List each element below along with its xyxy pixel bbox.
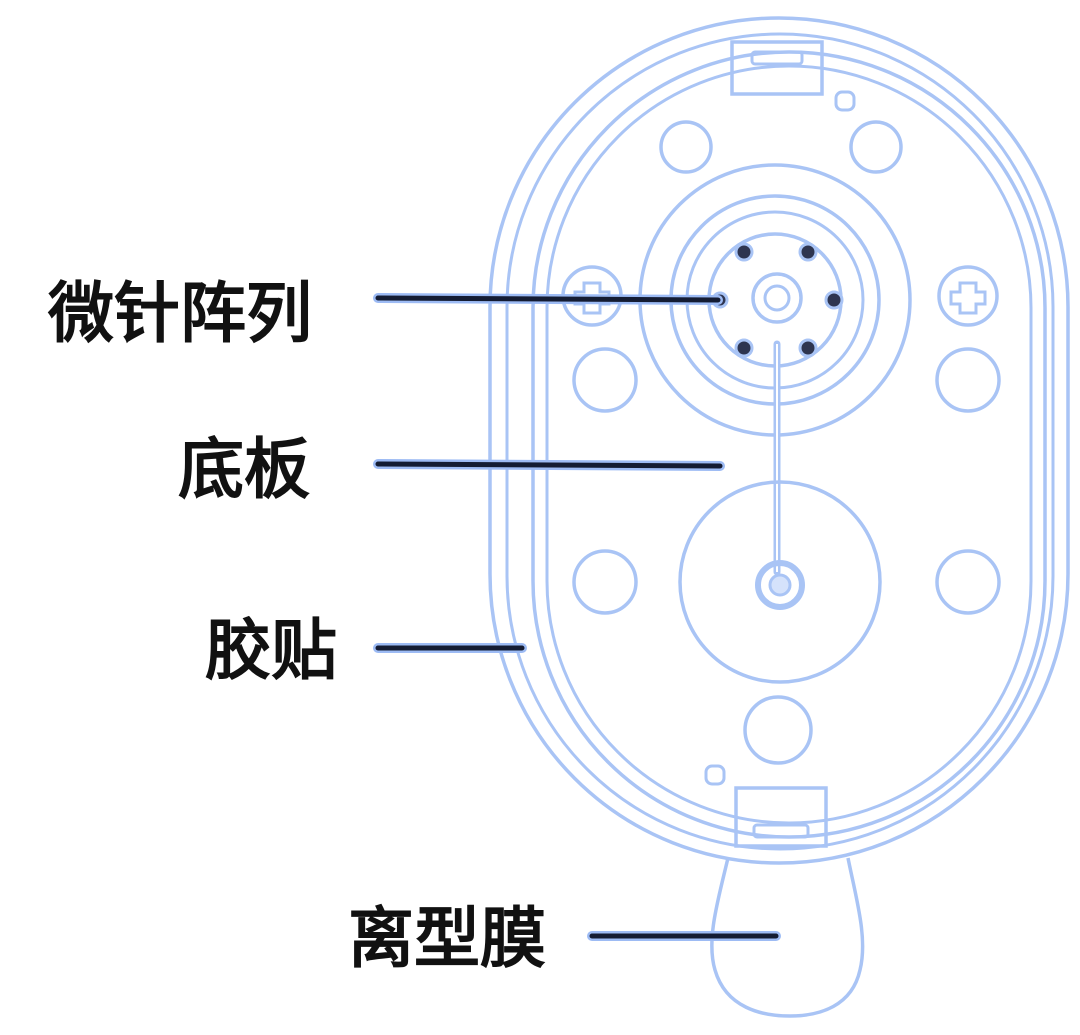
screw-right-icon bbox=[937, 265, 999, 327]
hole-mid-right bbox=[935, 347, 1001, 413]
array-center-ring bbox=[751, 272, 803, 324]
label-microneedle-array: 微针阵列 bbox=[47, 275, 312, 352]
hole-low-left bbox=[572, 549, 638, 615]
bottom-clip-slot bbox=[752, 823, 810, 839]
microneedle-pin bbox=[734, 242, 754, 262]
top-clip bbox=[730, 40, 824, 96]
hole-top-right bbox=[849, 120, 903, 174]
hole-bottom-center bbox=[743, 695, 813, 765]
leader-microneedle-array bbox=[373, 293, 723, 305]
label-adhesive-patch: 胶贴 bbox=[205, 612, 337, 689]
indicator-dot-bottom bbox=[704, 764, 726, 786]
adhesive-patch-inner bbox=[505, 32, 1055, 851]
lower-hub-outer bbox=[755, 560, 805, 610]
label-release-film: 离型膜 bbox=[348, 900, 546, 977]
hole-mid-left bbox=[572, 347, 638, 413]
array-center-hole bbox=[763, 284, 791, 312]
leader-base-plate bbox=[373, 459, 725, 471]
base-plate-outer bbox=[531, 50, 1047, 839]
lower-disc bbox=[678, 480, 882, 684]
top-clip-slot bbox=[750, 50, 804, 66]
base-plate-inner bbox=[545, 64, 1033, 825]
microneedle-pin bbox=[798, 338, 818, 358]
microneedle-pin bbox=[734, 338, 754, 358]
bottom-clip bbox=[734, 786, 828, 848]
indicator-dot-top bbox=[834, 90, 856, 112]
label-base-plate: 底板 bbox=[178, 431, 310, 508]
microneedle-pin bbox=[824, 290, 844, 310]
microneedle-pin bbox=[798, 242, 818, 262]
adhesive-patch-outer bbox=[488, 16, 1070, 865]
lower-hub-inner bbox=[768, 573, 792, 597]
hole-top-left bbox=[659, 120, 713, 174]
hole-low-right bbox=[935, 549, 1001, 615]
